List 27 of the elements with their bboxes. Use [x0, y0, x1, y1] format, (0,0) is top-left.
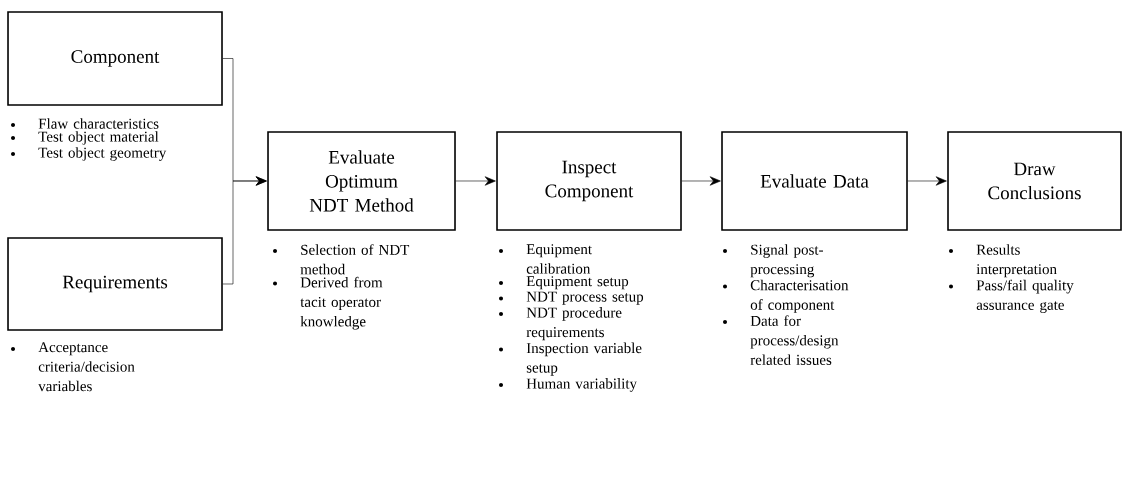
process-box: Evaluate Data — [721, 131, 908, 231]
bullet-text: Inspection variable setup — [526, 342, 642, 376]
process-box: Inspect Component — [496, 131, 682, 231]
bullet-text: Selection of NDT method — [300, 244, 410, 275]
arrow — [681, 176, 721, 186]
bullet-text: Equipment calibration — [526, 244, 592, 274]
bullet-text: Data for process/design related issues — [750, 315, 839, 365]
bullet-text: Equipment setup — [526, 276, 629, 290]
arrow — [222, 176, 267, 285]
process-box: Draw Conclusions — [947, 131, 1122, 231]
bullet-text: Human variability — [526, 378, 637, 392]
process-box: Component — [7, 11, 223, 106]
arrow — [907, 176, 947, 186]
bullet-text: Pass/fail quality assurance gate — [976, 279, 1074, 313]
bullet-text: Test object geometry — [38, 147, 167, 161]
bullet-text: NDT procedure requirements — [526, 307, 622, 341]
process-box: Evaluate Optimum NDT Method — [267, 131, 456, 231]
bullet-text: Results interpretation — [976, 244, 1057, 278]
bullet-text: Flaw characteristics — [38, 118, 159, 129]
bullet-text: Test object material — [38, 131, 159, 145]
bullet-text: Derived from tacit operator knowledge — [300, 276, 383, 330]
bullet-text: Acceptance criteria/decision variables — [38, 342, 135, 392]
arrow — [455, 176, 496, 186]
bullet-text: NDT process setup — [526, 291, 644, 305]
bullet-text: Characterisation of component — [750, 279, 849, 313]
process-box: Requirements — [7, 237, 223, 331]
bullet-text: Signal post-processing — [750, 244, 823, 278]
